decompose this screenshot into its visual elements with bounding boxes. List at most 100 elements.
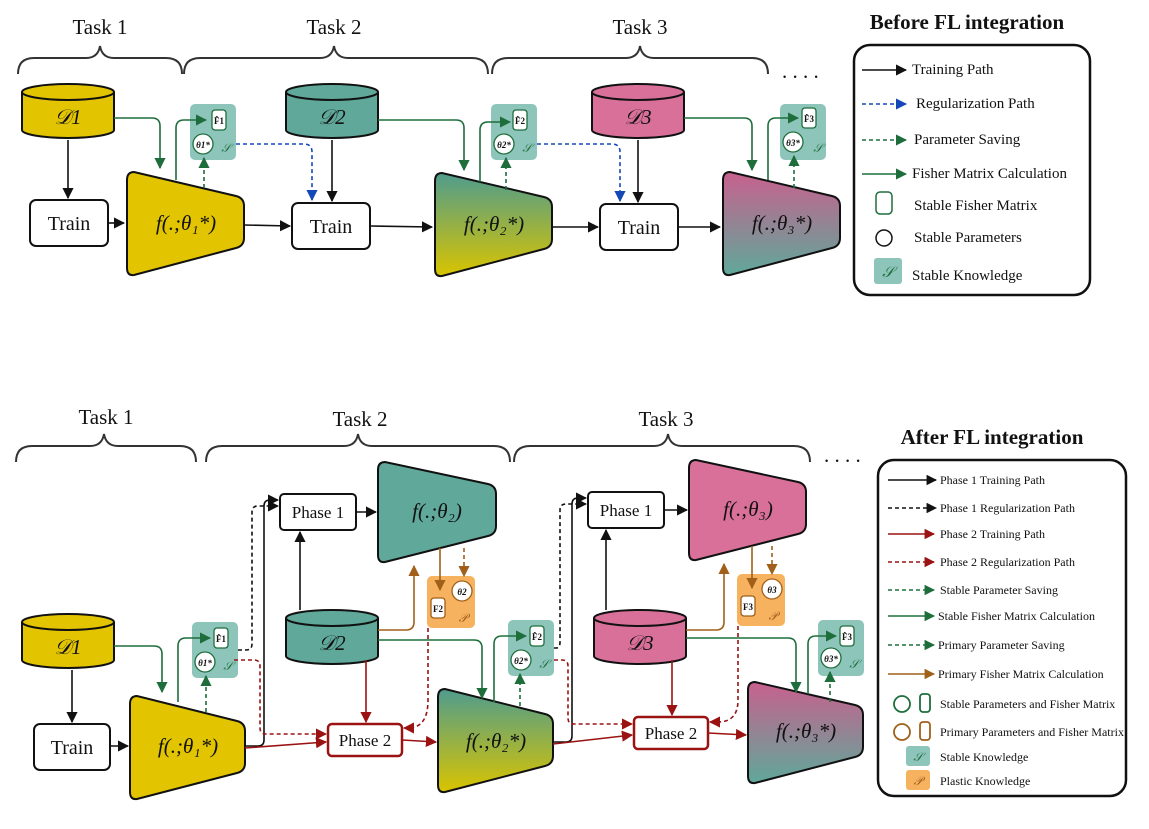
svg-text:θ2*: θ2* <box>497 140 511 150</box>
legend-bottom: Phase 1 Training Path Phase 1 Regulariza… <box>876 458 1128 798</box>
svg-text:Train: Train <box>51 737 94 759</box>
stable-model-3-bottom: f(.;θ₃*) <box>747 680 864 785</box>
plastic-model-task3: f(.;θ₃) <box>688 458 807 562</box>
svg-text:f(.;θ₁*): f(.;θ₁*) <box>156 211 216 235</box>
stable-knowledge-2-bottom: F̂2 θ2* 𝒮 <box>508 620 554 676</box>
svg-text:f(.;θ₂): f(.;θ₂) <box>412 499 462 523</box>
svg-text:Stable Parameter Saving: Stable Parameter Saving <box>940 583 1058 597</box>
dataset-d2-top: 𝒟2 <box>285 83 379 139</box>
phase1-box-task2: Phase 1 <box>279 493 357 531</box>
svg-text:Phase 2: Phase 2 <box>645 724 697 743</box>
svg-text:Stable Fisher Matrix: Stable Fisher Matrix <box>914 198 1038 214</box>
ellipsis-bottom: . . . . <box>824 443 861 467</box>
svg-text:Phase 2 Training Path: Phase 2 Training Path <box>940 527 1045 541</box>
task1-brace-bottom <box>15 433 197 463</box>
model-1-top: f(.;θ₁*) <box>126 170 245 277</box>
task3-label-bottom: Task 3 <box>638 407 693 431</box>
svg-text:Primary Fisher Matrix Calculat: Primary Fisher Matrix Calculation <box>938 667 1104 681</box>
svg-text:f(.;θ₂*): f(.;θ₂*) <box>466 729 526 753</box>
svg-text:Training Path: Training Path <box>912 62 994 78</box>
svg-text:f(.;θ₃*): f(.;θ₃*) <box>752 211 812 235</box>
svg-text:Primary Parameters and Fisher: Primary Parameters and Fisher Matrix <box>940 725 1124 739</box>
stable-knowledge-2-top: F̂2 θ2* 𝒮 <box>491 104 537 160</box>
svg-text:F̂2: F̂2 <box>515 116 525 126</box>
svg-text:θ3*: θ3* <box>786 138 800 148</box>
svg-text:Stable Knowledge: Stable Knowledge <box>912 268 1023 284</box>
svg-text:Phase 1 Regularization Path: Phase 1 Regularization Path <box>940 501 1075 515</box>
task3-brace-bottom <box>513 433 811 463</box>
bottom-arrows <box>66 492 838 752</box>
svg-text:Stable Parameters and Fisher M: Stable Parameters and Fisher Matrix <box>940 697 1115 711</box>
model-2-top: f(.;θ₂*) <box>434 171 553 278</box>
plastic-model-task2: f(.;θ₂) <box>377 460 497 564</box>
train-box-bottom: Train <box>33 723 111 771</box>
model-3-top: f(.;θ₃*) <box>722 170 841 277</box>
stable-knowledge-1-bottom: F̂1 θ1* 𝒮 <box>192 622 238 678</box>
svg-text:f(.;θ₂*): f(.;θ₂*) <box>464 212 524 236</box>
svg-text:𝒟2: 𝒟2 <box>318 631 346 655</box>
task2-label-top: Task 2 <box>306 15 361 39</box>
ellipsis-top: . . . . <box>782 59 819 83</box>
svg-text:f(.;θ₃): f(.;θ₃) <box>723 497 773 521</box>
dataset-d1-bottom: 𝒟1 <box>21 613 115 669</box>
dataset-d2-label: 𝒟2 <box>318 105 346 129</box>
phase2-box-task2: Phase 2 <box>326 722 404 758</box>
stable-knowledge-3-top: F̂3 θ3* 𝒮 <box>780 104 826 160</box>
stable-knowledge-1-top: F̂1 θ1* 𝒮 <box>190 104 236 160</box>
svg-text:Plastic Knowledge: Plastic Knowledge <box>940 774 1030 788</box>
svg-text:Stable Fisher Matrix Calculati: Stable Fisher Matrix Calculation <box>938 609 1095 623</box>
svg-text:Train: Train <box>618 217 661 239</box>
dataset-d3-bottom: 𝒟3 <box>593 609 687 665</box>
task1-label-bottom: Task 1 <box>78 405 133 429</box>
svg-text:F2: F2 <box>433 604 443 614</box>
svg-text:F̂1: F̂1 <box>216 634 226 644</box>
train-box-1-top: Train <box>29 199 109 247</box>
svg-text:𝒟3: 𝒟3 <box>626 631 653 655</box>
svg-text:𝒟1: 𝒟1 <box>54 635 81 659</box>
stable-knowledge-3-bottom: F̂3 θ3* 𝒮 <box>818 620 864 676</box>
svg-text:θ1*: θ1* <box>198 658 212 668</box>
svg-text:θ3: θ3 <box>767 585 777 595</box>
top-arrows <box>62 112 800 233</box>
legend-title-top: Before FL integration <box>870 10 1065 34</box>
task2-brace-top <box>183 45 489 75</box>
svg-text:Stable Parameters: Stable Parameters <box>914 230 1022 246</box>
dataset-d2-bottom: 𝒟2 <box>285 609 379 665</box>
svg-text:Parameter Saving: Parameter Saving <box>914 132 1021 148</box>
svg-text:F̂3: F̂3 <box>804 114 814 124</box>
dataset-d1-top: 𝒟1 <box>21 83 115 139</box>
svg-text:Phase 1 Training Path: Phase 1 Training Path <box>940 473 1045 487</box>
stable-model-2-bottom: f(.;θ₂*) <box>437 687 554 794</box>
svg-text:Stable Knowledge: Stable Knowledge <box>940 750 1028 764</box>
legend-top: Training Path Regularization Path Parame… <box>852 43 1092 297</box>
svg-text:Phase 1: Phase 1 <box>292 503 344 522</box>
train-box-2-top: Train <box>291 202 371 250</box>
svg-text:Phase 2 Regularization Path: Phase 2 Regularization Path <box>940 555 1075 569</box>
plastic-knowledge-task3: F3 θ3 𝒫 <box>737 574 785 626</box>
svg-text:Regularization Path: Regularization Path <box>916 96 1035 112</box>
dataset-d3-label: 𝒟3 <box>624 105 651 129</box>
svg-text:Primary Parameter Saving: Primary Parameter Saving <box>938 638 1065 652</box>
svg-text:Phase 2: Phase 2 <box>339 731 391 750</box>
svg-text:F3: F3 <box>743 602 753 612</box>
svg-text:f(.;θ₁*): f(.;θ₁*) <box>158 734 218 758</box>
svg-text:Train: Train <box>48 213 91 235</box>
legend-title-bottom: After FL integration <box>901 425 1084 449</box>
svg-text:Train: Train <box>310 216 353 238</box>
svg-text:θ2*: θ2* <box>514 656 528 666</box>
task1-brace-top <box>17 45 183 75</box>
svg-text:θ2: θ2 <box>457 587 467 597</box>
svg-text:Phase 1: Phase 1 <box>600 501 652 520</box>
dataset-d3-top: 𝒟3 <box>591 83 685 139</box>
svg-text:F̂2: F̂2 <box>532 632 542 642</box>
svg-text:θ1*: θ1* <box>196 140 210 150</box>
phase1-box-task3: Phase 1 <box>587 491 665 529</box>
dataset-d1-label: 𝒟1 <box>54 105 81 129</box>
train-box-3-top: Train <box>599 203 679 251</box>
svg-text:Fisher Matrix Calculation: Fisher Matrix Calculation <box>912 166 1067 182</box>
phase2-box-task3: Phase 2 <box>632 715 710 751</box>
task2-brace-bottom <box>205 433 511 463</box>
svg-text:F̂1: F̂1 <box>214 116 224 126</box>
task1-label-top: Task 1 <box>72 15 127 39</box>
